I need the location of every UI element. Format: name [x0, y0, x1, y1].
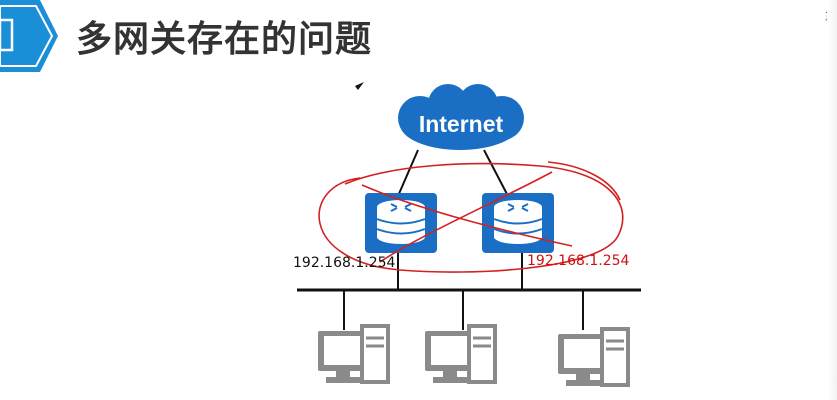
- pc-icon-2: [425, 324, 497, 384]
- title-chevron-icon: [0, 0, 58, 72]
- slide-edge: [827, 0, 837, 400]
- gateway-router-left-icon: [365, 193, 437, 253]
- gateway-left-ip: 192.168.1.254: [293, 255, 396, 271]
- uplink-left: [397, 149, 419, 197]
- cursor-icon: [355, 82, 364, 90]
- pc-icon-3: [558, 327, 630, 387]
- gateway-right-ip: 192.168.1.254: [527, 253, 630, 269]
- page-title: 多网关存在的问题: [76, 19, 373, 60]
- uplink-right: [483, 149, 509, 197]
- internet-cloud-icon: Internet: [398, 84, 524, 150]
- red-annotation-circle: [318, 161, 624, 273]
- red-annotation-cross: [361, 171, 573, 263]
- pc-icon-1: [318, 324, 390, 384]
- cloud-label: Internet: [419, 111, 504, 137]
